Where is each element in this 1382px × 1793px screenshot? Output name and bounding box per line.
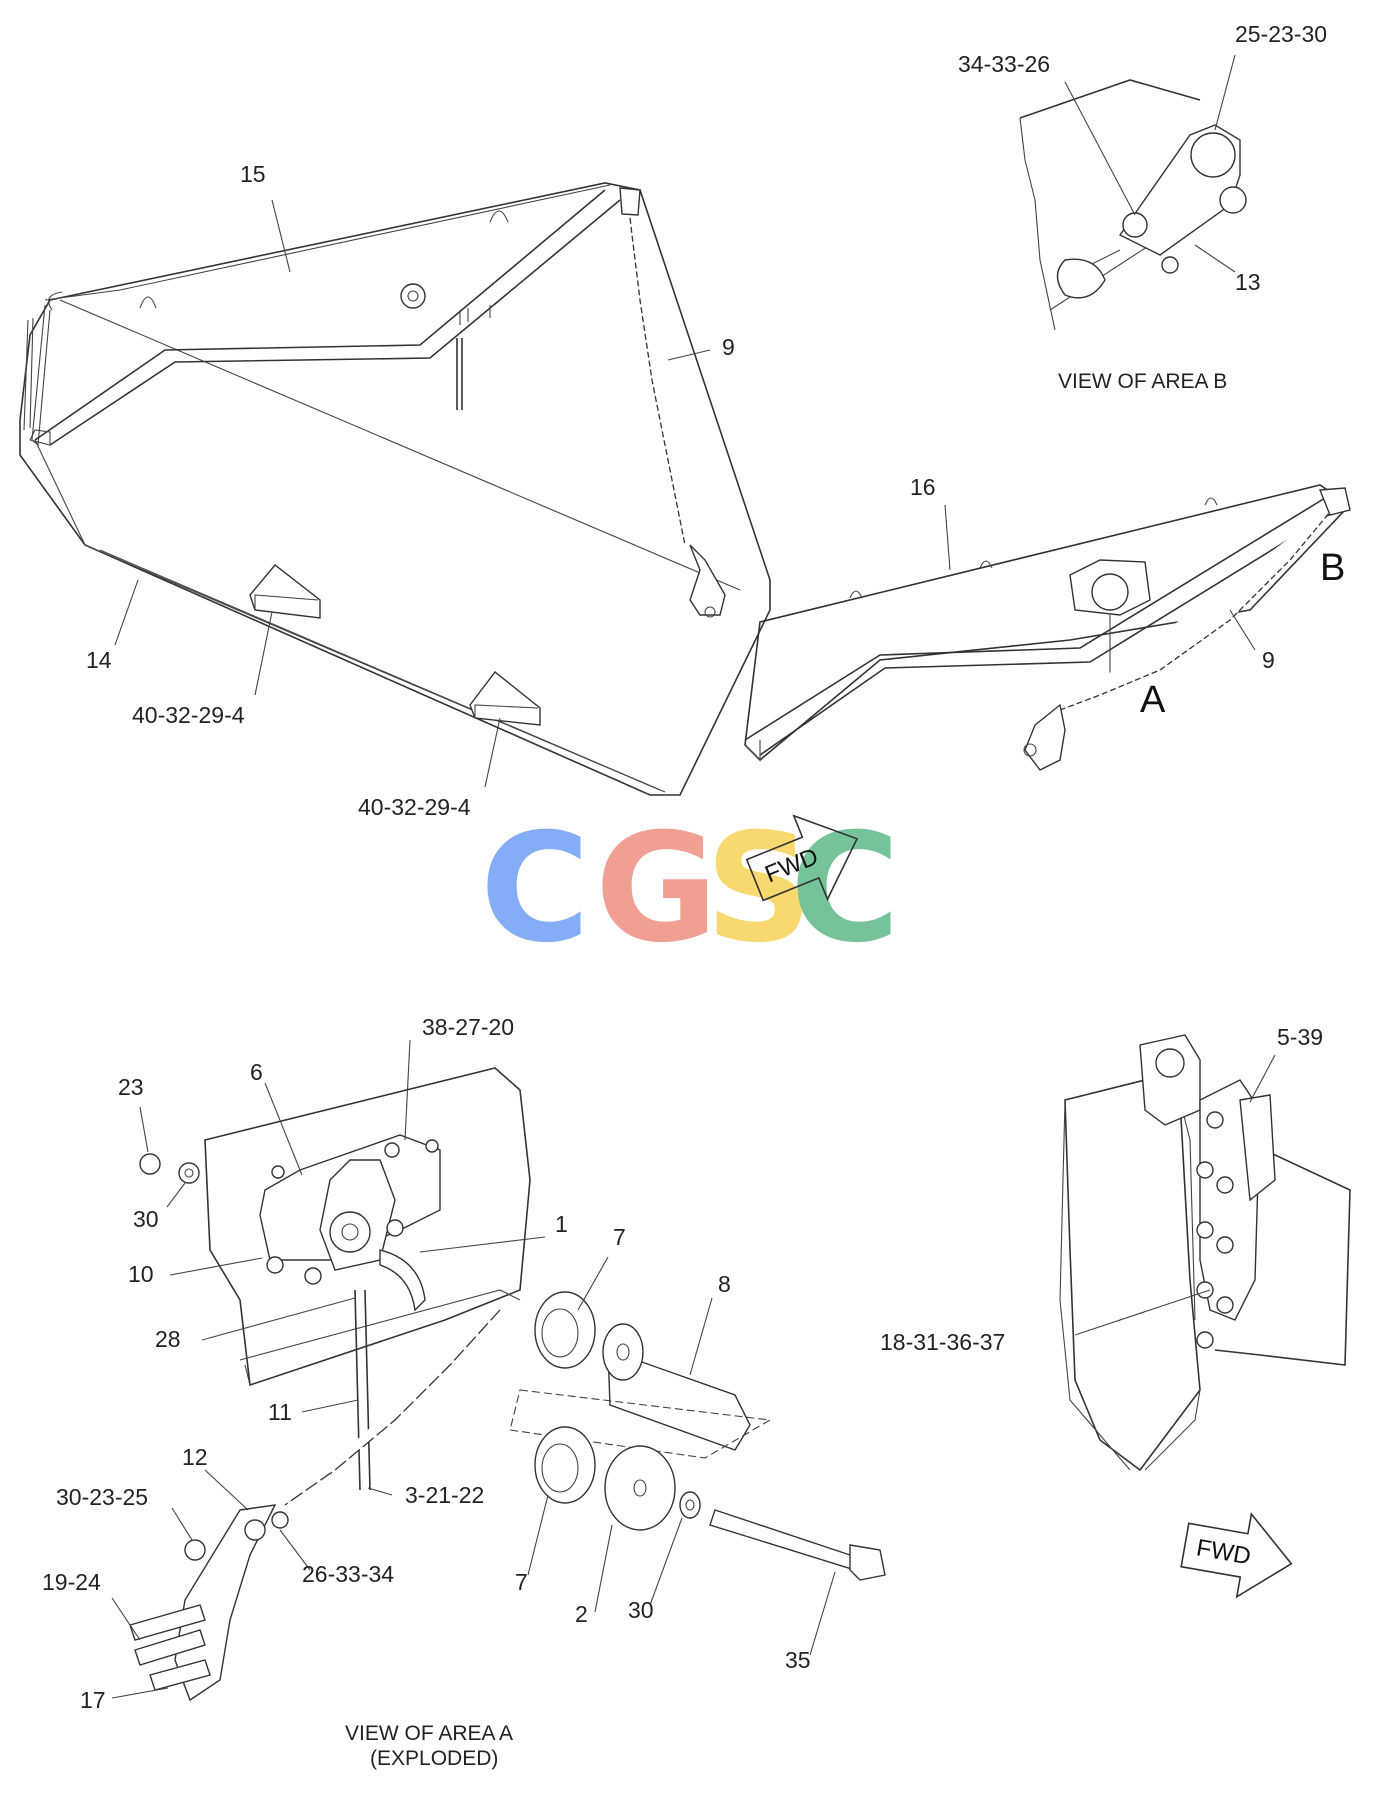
callout-6: 6 xyxy=(250,1059,263,1085)
callout-30-c: 30 xyxy=(628,1597,654,1623)
body-right-assembly xyxy=(744,484,1351,771)
callout-7-bottom: 7 xyxy=(515,1569,528,1595)
callout-25-23-30: 25-23-30 xyxy=(1235,21,1327,47)
callout-30-23-25: 30-23-25 xyxy=(56,1484,148,1510)
area-marker-b: B xyxy=(1320,547,1345,589)
callout-17: 17 xyxy=(80,1687,106,1713)
caption-area-a-line1: VIEW OF AREA A xyxy=(345,1722,513,1745)
right-bracket-view xyxy=(1059,1034,1351,1472)
callout-26-33-34: 26-33-34 xyxy=(302,1561,394,1587)
callout-11: 11 xyxy=(268,1399,292,1425)
callout-12: 12 xyxy=(182,1444,208,1470)
callout-40-32-29-4-a: 40-32-29-4 xyxy=(132,702,245,728)
callout-38-27-20: 38-27-20 xyxy=(422,1014,514,1040)
callout-34-33-26: 34-33-26 xyxy=(958,51,1050,77)
callout-35: 35 xyxy=(785,1647,811,1673)
callout-3-21-22: 3-21-22 xyxy=(405,1482,484,1508)
callout-28: 28 xyxy=(155,1326,181,1352)
callout-5-39: 5-39 xyxy=(1277,1024,1323,1050)
body-left-assembly xyxy=(19,182,771,796)
callout-30-a: 30 xyxy=(133,1206,159,1232)
callout-40-32-29-4-b: 40-32-29-4 xyxy=(358,794,471,820)
callout-19-24: 19-24 xyxy=(42,1569,101,1595)
callout-16: 16 xyxy=(910,474,936,500)
fwd-arrow-bottom-right: FWD xyxy=(1180,1512,1293,1599)
callout-7-top: 7 xyxy=(613,1224,626,1250)
area-b-view xyxy=(1019,79,1247,331)
caption-area-a-line2: (EXPLODED) xyxy=(370,1747,498,1770)
watermark-letter-g: G xyxy=(595,802,718,976)
watermark-letter-c2: C xyxy=(790,802,900,976)
leader-lines xyxy=(111,54,1276,1699)
callout-labels: 15 9 16 9 14 40-32-29-4 40-32-29-4 A B 3… xyxy=(42,21,1345,1770)
callout-15: 15 xyxy=(240,161,266,187)
caption-area-b: VIEW OF AREA B xyxy=(1058,370,1227,393)
callout-9-left: 9 xyxy=(722,334,735,360)
callout-14: 14 xyxy=(86,647,112,673)
callout-13: 13 xyxy=(1235,269,1261,295)
callout-10: 10 xyxy=(128,1261,154,1287)
callout-9-right: 9 xyxy=(1262,647,1275,673)
watermark: C G S C xyxy=(480,802,900,976)
callout-8: 8 xyxy=(718,1271,731,1297)
callout-18-31-36-37: 18-31-36-37 xyxy=(880,1329,1005,1355)
area-a-view xyxy=(129,1067,886,1702)
watermark-letter-c1: C xyxy=(480,802,590,976)
area-marker-a: A xyxy=(1140,679,1166,721)
callout-1: 1 xyxy=(555,1211,568,1237)
callout-23: 23 xyxy=(118,1074,144,1100)
callout-2: 2 xyxy=(575,1601,588,1627)
chain-left xyxy=(619,187,726,618)
